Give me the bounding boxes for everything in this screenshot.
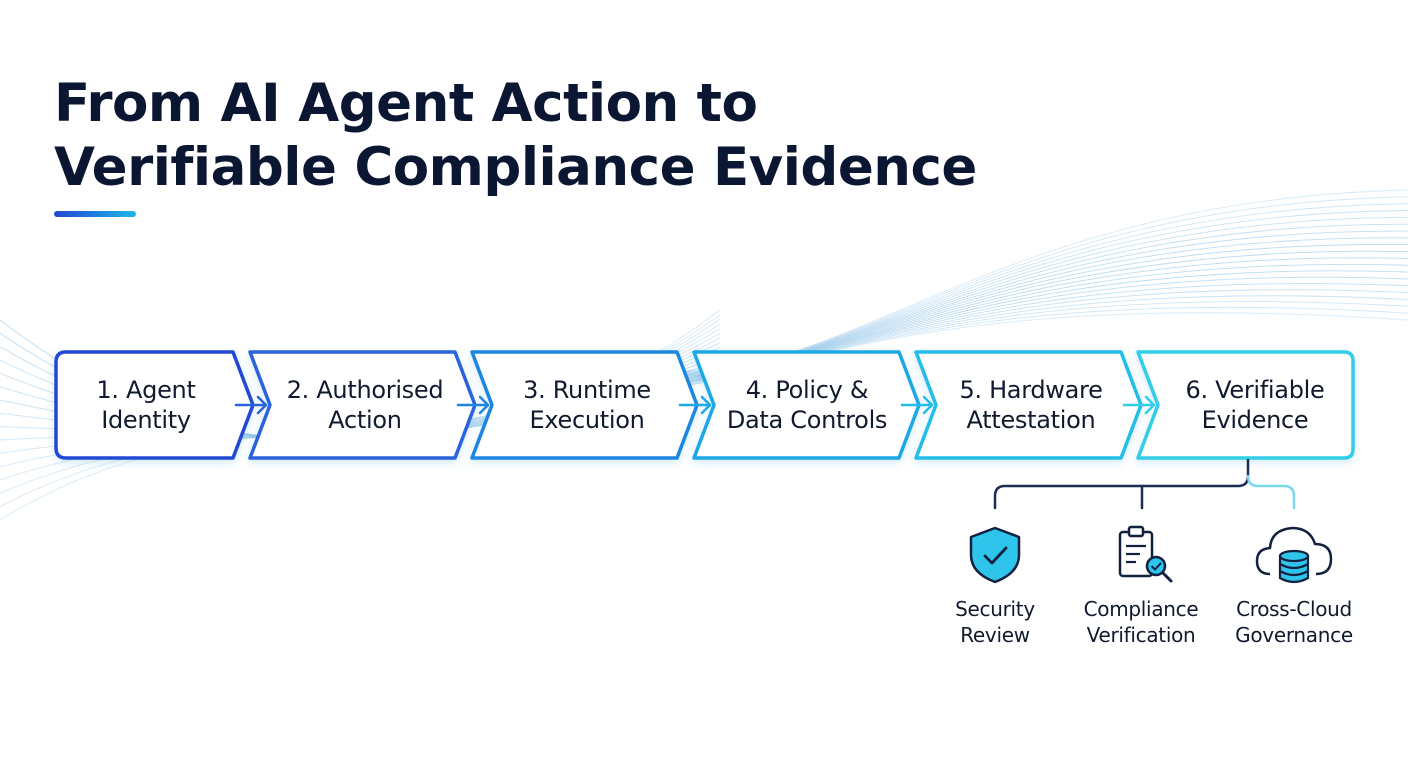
output-2-line-1: Compliance	[1083, 597, 1199, 621]
output-security-review: Security Review	[920, 596, 1070, 648]
output-2-line-2: Verification	[1086, 623, 1196, 647]
step-6-title: 6. Verifiable	[1185, 376, 1325, 404]
step-5-title: 5. Hardware	[959, 376, 1103, 404]
output-compliance-verification: Compliance Verification	[1066, 596, 1216, 648]
clipboard-search-icon	[1118, 525, 1173, 583]
output-1-line-2: Review	[960, 623, 1030, 647]
step-5-box	[914, 350, 1143, 460]
arrow-icon	[900, 395, 934, 415]
arrow-icon	[234, 395, 268, 415]
arrow-icon	[678, 395, 712, 415]
step-3-title: 3. Runtime	[523, 376, 651, 404]
arrow-icon	[456, 395, 490, 415]
output-cross-cloud-governance: Cross-Cloud Governance	[1219, 596, 1369, 648]
step-3-subtitle: Execution	[529, 406, 645, 434]
step-6-box	[1136, 350, 1355, 460]
step-6-subtitle: Evidence	[1201, 406, 1309, 434]
step-4-box	[692, 350, 921, 460]
output-1-line-1: Security	[955, 597, 1035, 621]
step-5-subtitle: Attestation	[966, 406, 1096, 434]
title-line-2: Verifiable Compliance Evidence	[54, 137, 977, 198]
step-4-title: 4. Policy &	[745, 376, 869, 404]
title-accent-bar	[54, 211, 136, 217]
step-4-subtitle: Data Controls	[726, 406, 888, 434]
output-3-line-2: Governance	[1235, 623, 1353, 647]
arrow-icon	[1122, 395, 1156, 415]
output-3-line-1: Cross-Cloud	[1236, 597, 1352, 621]
branch-connector	[993, 458, 1296, 510]
step-2-box	[248, 350, 477, 460]
step-1-title: 1. Agent	[96, 376, 196, 404]
step-1-box	[54, 350, 255, 460]
title-line-1: From AI Agent Action to	[54, 73, 758, 134]
step-3-box	[470, 350, 699, 460]
step-4-label: 4. Policy &Data Controls	[712, 350, 902, 460]
shield-check-icon	[969, 526, 1021, 584]
cloud-database-icon	[1255, 526, 1333, 584]
step-2-title: 2. Authorised	[286, 376, 444, 404]
step-2-subtitle: Action	[328, 406, 402, 434]
page-title: From AI Agent Action to Verifiable Compl…	[54, 72, 977, 200]
step-1-subtitle: Identity	[101, 406, 191, 434]
